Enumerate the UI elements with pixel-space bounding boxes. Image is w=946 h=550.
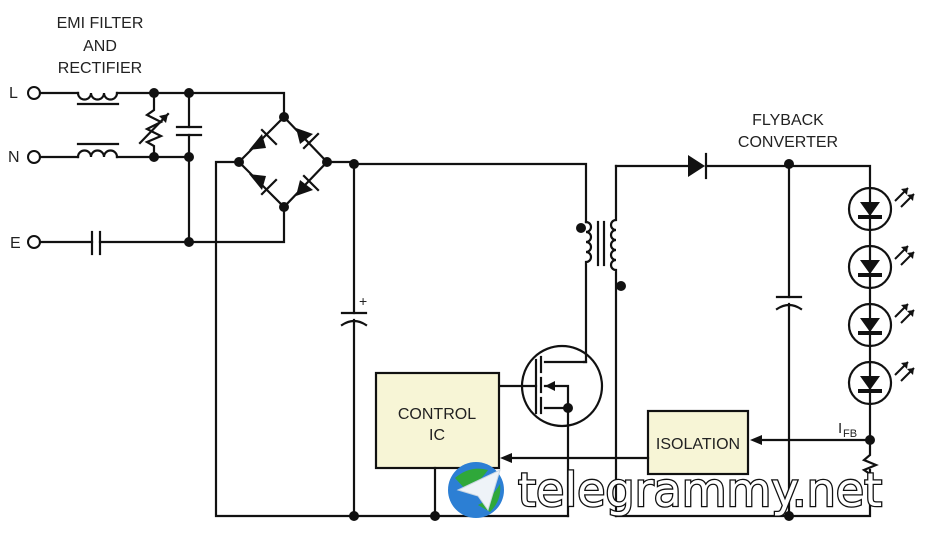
terminal-l-label: L <box>9 85 18 102</box>
line-inductor <box>38 91 286 119</box>
ifb-subscript: FB <box>843 428 857 440</box>
isolation-block: ISOLATION <box>646 409 750 476</box>
output-capacitor <box>775 162 803 518</box>
polarity-mark: + <box>359 293 367 309</box>
emi-label-line2: AND <box>83 38 117 55</box>
terminal-n <box>27 150 41 164</box>
ic-input-arrow-icon <box>500 453 512 463</box>
secondary-return-wire <box>614 468 872 518</box>
telegram-globe-icon <box>448 462 504 518</box>
control-ic-label-line1: CONTROL <box>398 406 476 423</box>
flyback-label: FLYBACK CONVERTER <box>738 112 838 151</box>
neutral-inductor <box>38 142 191 159</box>
control-ic-block: CONTROL IC <box>374 371 501 470</box>
junction-dot <box>184 237 194 247</box>
watermark-text: telegrammy.net <box>518 463 882 517</box>
junction-dot <box>149 152 159 162</box>
ground-return-wire <box>214 160 570 518</box>
emi-label-line3: RECTIFIER <box>58 60 142 77</box>
led <box>847 360 915 406</box>
emi-label-line1: EMI FILTER <box>57 15 144 32</box>
terminal-e <box>27 235 41 249</box>
mosfet <box>498 344 604 518</box>
flyback-label-line1: FLYBACK <box>752 112 824 129</box>
terminal-e-label: E <box>10 235 21 252</box>
isolation-label: ISOLATION <box>656 436 740 453</box>
junction-dot <box>430 511 440 521</box>
terminal-n-label: N <box>8 149 20 166</box>
x-capacitor <box>175 91 203 244</box>
bulk-capacitor: + <box>340 162 368 518</box>
light-emission-icon <box>894 187 915 208</box>
led <box>847 302 915 348</box>
light-emission-icon <box>894 303 915 324</box>
varistor <box>138 91 170 159</box>
light-emission-icon <box>894 361 915 382</box>
junction-dot <box>184 88 194 98</box>
flyback-label-line2: CONVERTER <box>738 134 838 151</box>
feedback-current-label: I FB <box>838 420 857 440</box>
junction-dot <box>184 152 194 162</box>
led <box>847 244 915 290</box>
feedback-arrow-icon <box>750 435 762 445</box>
led-string <box>847 186 915 440</box>
watermark: telegrammy.net <box>448 462 883 518</box>
flyback-transformer <box>576 164 626 518</box>
ifb-main: I <box>838 420 842 437</box>
junction-dot <box>149 88 159 98</box>
y-capacitor <box>38 205 286 256</box>
junction-dot <box>349 511 359 521</box>
light-emission-icon <box>894 245 915 266</box>
primary-top-wire <box>352 162 588 224</box>
output-diode <box>614 152 872 189</box>
bridge-rectifier <box>234 112 332 212</box>
sense-resistor <box>861 438 879 480</box>
control-ic-label-line2: IC <box>429 427 445 444</box>
led <box>847 186 915 232</box>
emi-filter-label: EMI FILTER AND RECTIFIER <box>57 15 144 77</box>
terminal-l <box>27 86 41 100</box>
